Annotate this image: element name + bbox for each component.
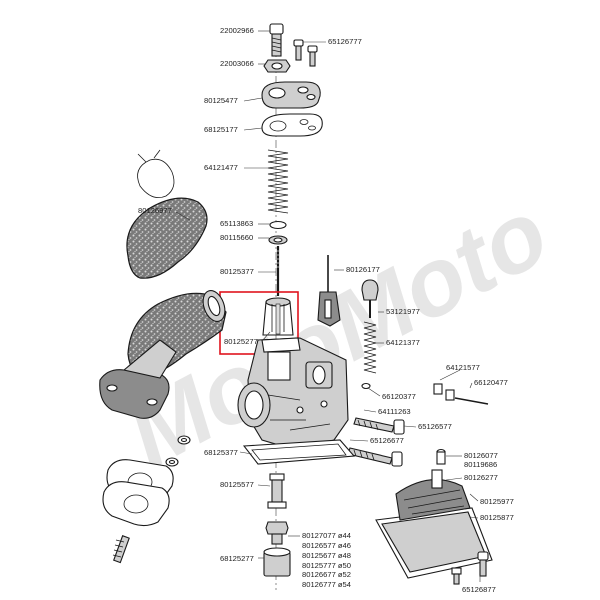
label-65126577: 65126577 [418,422,452,431]
label-64121577: 64121577 [446,363,480,372]
label-80119686: 80119686 [464,460,497,469]
label-80115660: 80115660 [220,233,253,242]
label-65126877: 65126877 [462,585,496,594]
jet-holder-part [265,521,289,545]
lock-nut-part [263,59,291,73]
label-65126777-top: 65126777 [328,37,362,46]
manifold-studs-part [112,535,130,564]
cover-screws-part [293,39,318,67]
label-80125577: 80125577 [220,480,254,489]
bowl-screw-part [451,551,489,585]
main-jet-part [267,473,287,509]
manifold-washers-part [165,435,191,467]
label-80127077: 80127077 ø44 [302,531,351,540]
label-80126777: 80126777 ø54 [302,580,351,589]
leader-lines [175,30,481,582]
float-bowl-gasket-part [242,439,356,465]
label-22002966: 22002966 [220,26,254,35]
label-66120377: 66120377 [382,392,416,401]
label-65126677: 65126677 [370,436,404,445]
throttle-spring-part [267,149,289,214]
label-64121377: 64121377 [386,338,420,347]
throttle-slide-part [262,297,294,336]
label-68125277: 68125277 [220,554,254,563]
air-filter-clamp-part [137,149,175,199]
label-80126977: 80126977 [138,206,172,215]
label-80126277: 80126277 [464,473,498,482]
top-screw-part [269,23,284,57]
label-64121477: 64121477 [204,163,238,172]
idle-screw-part [361,279,379,318]
float-bowl-part [375,469,493,579]
label-80126677: 80126677 ø52 [302,570,351,579]
intake-flange-part [99,339,177,419]
part-labels: 22002966 65126777 22003066 80125477 6812… [138,26,514,594]
body-side-screws [347,417,405,467]
label-22003066: 22003066 [220,59,254,68]
label-68125177: 68125177 [204,125,238,134]
label-66120477: 66120477 [474,378,508,387]
label-80125777: 80125777 ø50 [302,561,351,570]
label-80125477: 80125477 [204,96,238,105]
needle-clip-part [268,220,288,245]
label-80125377: 80125377 [220,267,254,276]
label-64111263: 64111263 [378,407,411,416]
label-65113863: 65113863 [220,219,253,228]
label-68125377: 68125377 [204,448,238,457]
float-pin-part [436,448,446,465]
jet-base-part [263,547,291,577]
label-80125677: 80125677 ø48 [302,551,351,560]
label-80126177: 80126177 [346,265,380,274]
top-cover-part [261,81,321,109]
choke-lever-parts [361,382,489,405]
label-80125977: 80125977 [480,497,514,506]
label-80125277: 80125277 [224,337,258,346]
label-80126077: 80126077 [464,451,498,460]
carburetor-body-part [237,337,349,451]
label-53121977: 53121977 [386,307,420,316]
label-80126577: 80126577 ø46 [302,541,351,550]
idle-spring-part [363,321,377,374]
choke-plunger-part [317,255,341,327]
manifold-gaskets-part [102,459,174,527]
label-80125877: 80125877 [480,513,514,522]
cover-gasket-part [261,113,323,137]
